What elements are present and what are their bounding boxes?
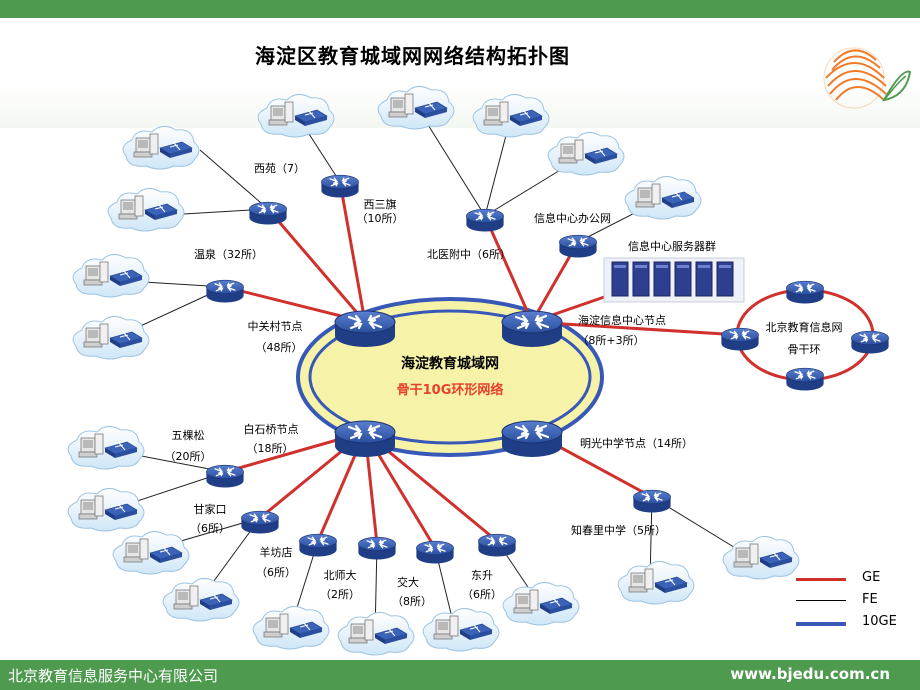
ge-links — [224, 181, 741, 549]
cloud-wenquan-1 — [72, 254, 150, 298]
router-beijing-edu-south — [786, 367, 824, 391]
footer-company: 北京教育信息服务中心有限公司 — [8, 667, 219, 685]
label-haidian-info-count: （8所+3所） — [577, 334, 645, 347]
label-mingguang: 明光中学节点（14所） — [580, 437, 693, 450]
label-beishida: 北师大 — [323, 569, 357, 582]
label-wukesong: 五棵松 — [171, 429, 205, 442]
label-dongsheng-count: （6所） — [462, 588, 502, 601]
label-wukesong-count: （20所） — [164, 450, 212, 463]
server-icon — [674, 261, 692, 297]
server-icon — [653, 261, 671, 297]
label-yangfangdian: 羊坊店 — [259, 546, 293, 559]
router-wenquan — [206, 279, 244, 303]
router-dongsheng-west — [416, 540, 454, 564]
label-zhongguancun: 中关村节点 — [247, 320, 303, 333]
server-icon — [716, 261, 734, 297]
cloud-zhichunli-1 — [617, 561, 695, 605]
server-icon — [632, 261, 650, 297]
label-xiyuan: 西苑（7） — [254, 162, 305, 175]
router-beiyi — [466, 208, 504, 232]
router-beijing-edu-east — [851, 330, 889, 354]
router-beishida — [299, 533, 337, 557]
label-server-group: 信息中心服务器群 — [628, 240, 716, 253]
label-yangfangdian-count: （6所） — [256, 566, 296, 579]
label-baishiqiao: 白石桥节点 — [243, 423, 299, 436]
cloud-beishida — [252, 606, 330, 650]
cloud-yangfangdian — [162, 578, 240, 622]
label-jiaoda-count: （8所） — [392, 595, 432, 608]
label-beiyi: 北医附中（6所） — [427, 248, 511, 261]
legend-fe-label: FE — [862, 592, 878, 607]
label-xisanqi-count: （10所） — [356, 212, 404, 225]
router-zhongguancun — [334, 310, 396, 347]
cloud-wukesong-2 — [67, 488, 145, 532]
ring-sublabel: 骨干10G环形网络 — [396, 383, 504, 398]
label-beishida-count: （2所） — [320, 588, 360, 601]
cloud-beiyi-2 — [472, 94, 550, 138]
topology-diagram — [67, 86, 889, 656]
cloud-xiyuan-2 — [107, 188, 185, 232]
label-wenquan: 温泉（32所） — [194, 248, 263, 261]
router-info-office — [559, 234, 597, 258]
router-xisanqi — [321, 174, 359, 198]
label-beijing-edu-sub: 骨干环 — [787, 343, 821, 356]
label-ganjiakou-count: （6所） — [190, 522, 230, 535]
cloud-jiaoda — [337, 612, 415, 656]
logo-icon — [823, 47, 912, 109]
label-zhongguancun-count: （48所） — [255, 341, 303, 354]
label-info-office: 信息中心办公网 — [534, 212, 611, 225]
label-jiaoda: 交大 — [397, 576, 419, 589]
router-zhichunli — [633, 489, 671, 513]
ring-label: 海淀教育城域网 — [401, 356, 499, 372]
legend-10ge-swatch — [796, 622, 846, 626]
legend-ge-swatch — [796, 578, 846, 581]
router-xiyuan — [249, 201, 287, 225]
label-ganjiakou: 甘家口 — [193, 503, 227, 516]
legend-10ge-label: 10GE — [862, 614, 897, 629]
cloud-xiyuan-1 — [122, 126, 200, 170]
cloud-dongsheng-1 — [422, 608, 500, 652]
cloud-wenquan-2 — [72, 316, 150, 360]
cloud-xisanqi — [257, 94, 335, 138]
legend-ge-label: GE — [862, 570, 881, 585]
label-haidian-info: 海淀信息中心节点 — [578, 314, 666, 327]
legend-fe-swatch — [796, 600, 846, 601]
router-beijing-edu-west — [721, 327, 759, 351]
router-wukesong — [206, 464, 244, 488]
router-beijing-edu-north — [786, 280, 824, 304]
cloud-info-office — [624, 176, 702, 220]
router-ganjiakou — [241, 510, 279, 534]
cloud-wukesong-1 — [67, 426, 145, 470]
label-xisanqi: 西三旗 — [363, 198, 397, 211]
header-area — [0, 18, 920, 128]
footer: 北京教育信息服务中心有限公司 www.bjedu.com.cn — [0, 660, 920, 690]
page-title: 海淀区教育城域网网络结构拓扑图 — [255, 44, 570, 68]
label-zhichunli: 知春里中学（5所） — [571, 524, 666, 537]
server-icon — [611, 261, 629, 297]
server-icon — [695, 261, 713, 297]
cloud-beiyi-3 — [547, 132, 625, 176]
label-beijing-edu: 北京教育信息网 — [765, 321, 843, 334]
router-mingguang — [501, 420, 563, 457]
label-baishiqiao-count: （18所） — [246, 442, 294, 455]
cloud-beiyi-1 — [377, 86, 455, 130]
cloud-dongsheng-2 — [502, 582, 580, 626]
router-jiaoda — [358, 536, 396, 560]
router-dongsheng — [478, 533, 516, 557]
top-band — [0, 0, 920, 18]
label-dongsheng: 东升 — [471, 569, 493, 582]
cloud-zhichunli-2 — [722, 536, 800, 580]
footer-url[interactable]: www.bjedu.com.cn — [730, 665, 890, 683]
router-haidian-info — [501, 310, 563, 347]
router-baishiqiao — [334, 420, 396, 457]
cloud-ganjiakou — [112, 531, 190, 575]
